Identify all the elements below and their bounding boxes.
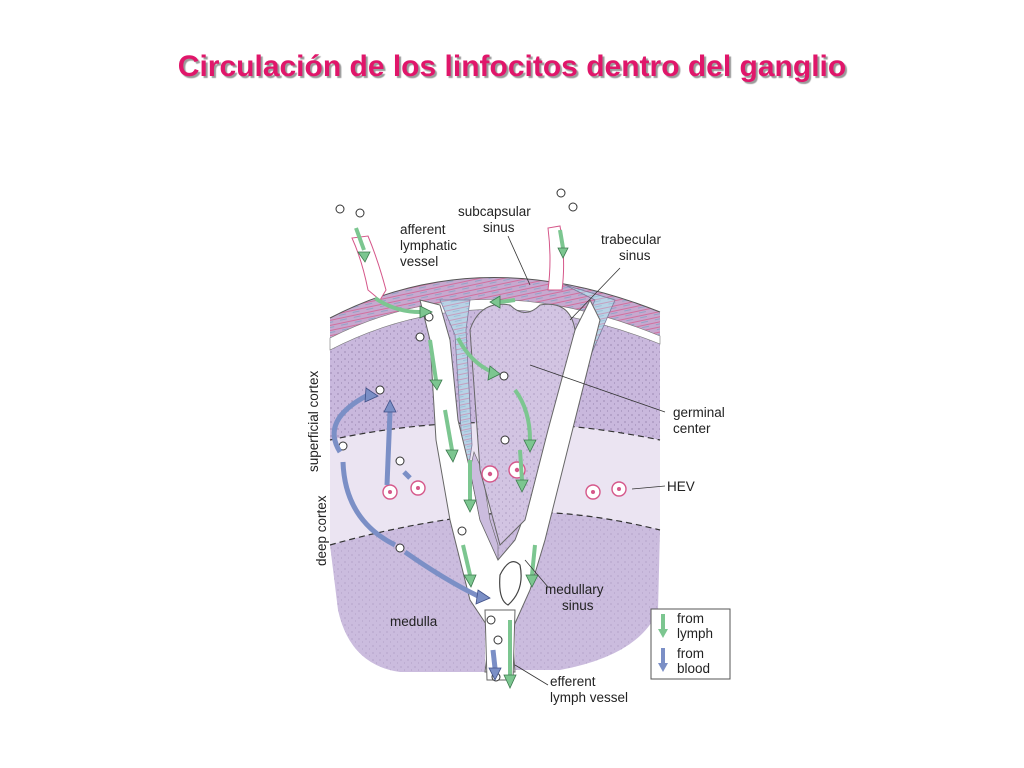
lymphocytes [335, 188, 578, 682]
leader-lines [507, 235, 666, 686]
legend-blood-label: from blood [677, 646, 710, 676]
legend-blood-swatch [658, 648, 668, 672]
legend-lymph-swatch [658, 614, 668, 638]
label-subcapsular-sinus: subcapsular sinus [458, 204, 535, 235]
capsule [329, 276, 661, 340]
label-hev: HEV [667, 479, 695, 494]
label-deep-cortex: deep cortex [314, 495, 329, 566]
label-germinal-center: germinal center [673, 405, 729, 436]
medullary-sinus-channels [419, 298, 601, 673]
blood-arrowheads [364, 387, 502, 681]
lymph-arrowheads [357, 247, 569, 689]
label-efferent-lymph-vessel: efferent lymph vessel [550, 674, 628, 705]
blood-flow-arrows [331, 392, 498, 669]
label-medullary-sinus: medullary sinus [545, 582, 607, 613]
legend: from lymph from blood [650, 608, 731, 680]
page-title: Circulación de los linfocitos dentro del… [177, 50, 847, 83]
lymph-flow-arrows [354, 227, 565, 675]
legend-lymph-label: from lymph [677, 611, 713, 641]
label-medulla: medulla [390, 614, 438, 629]
label-afferent-lymphatic-vessel: afferent lymphatic vessel [400, 222, 461, 269]
medullary-cord [499, 561, 522, 606]
label-superficial-cortex: superficial cortex [306, 370, 321, 472]
label-trabecular-sinus: trabecular sinus [601, 232, 665, 263]
